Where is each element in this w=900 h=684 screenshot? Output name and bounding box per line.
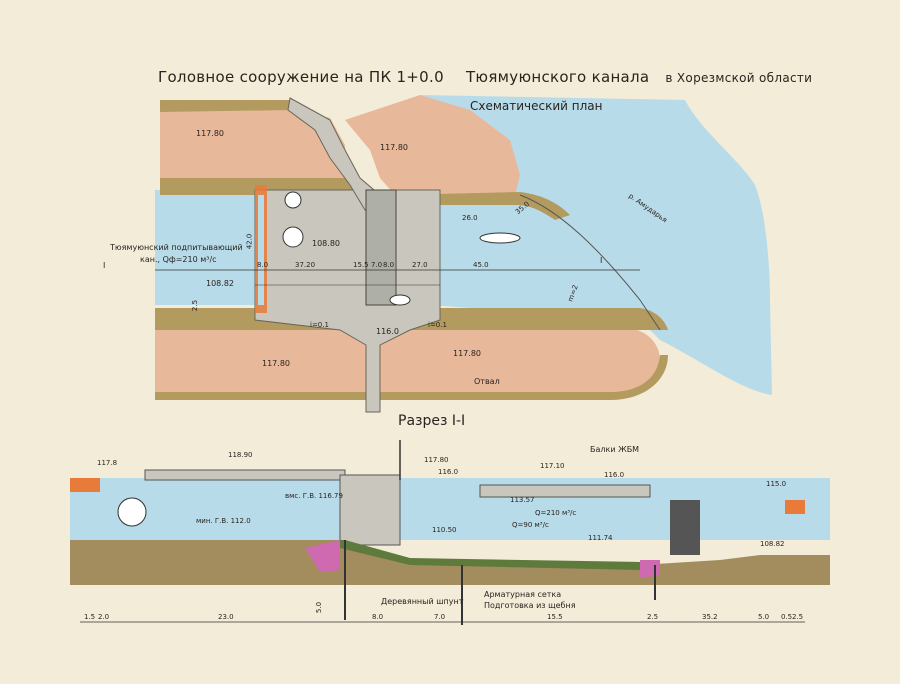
title-line-3: в Хорезмской области: [665, 71, 813, 85]
section-mark-left: I: [103, 261, 106, 270]
grate-circle-2: [282, 226, 304, 248]
oval-feature-2: [389, 294, 411, 306]
elev-1150: 115.0: [766, 480, 787, 488]
bottom-dim-7: 2.5: [647, 613, 659, 621]
elev-1088: 108.82: [760, 540, 785, 548]
balki-label: Балки ЖБМ: [590, 445, 640, 454]
dim-42: 42.0: [245, 233, 254, 250]
diagram-title: Головное сооружение на ПК 1+0.0 Тюямуюнск…: [158, 68, 812, 86]
elev-1178: 117.8: [97, 459, 118, 467]
bottom-dim-9: 5.0: [758, 613, 770, 621]
bottom-dim-8: 35.2: [702, 613, 718, 621]
depth-5: 5.0: [315, 601, 324, 614]
vgv-label: вмс. Г.В. 116.79: [285, 492, 343, 500]
section-orange-left: [70, 478, 100, 492]
canal-label-2: кан., Qф=210 м³/с: [140, 255, 217, 264]
gate-block: [365, 189, 397, 306]
section-block-right: [479, 484, 651, 498]
q2-label: Q=90 м³/с: [512, 521, 549, 529]
section-heading: Разрез I-I: [398, 413, 466, 429]
grate-circle-1: [284, 191, 302, 209]
dim-155: 15.5: [353, 261, 369, 269]
plan-heading: Схематический план: [470, 99, 603, 113]
section-pink-right: [640, 560, 660, 578]
section-mark-right: I: [600, 256, 603, 265]
section-slab: [70, 540, 640, 570]
bottom-dim-2: 2.0: [98, 613, 110, 621]
section-water: [70, 478, 830, 540]
dim-270: 27.0: [412, 261, 428, 269]
bottom-dim-10: 0.5: [781, 613, 793, 621]
section-grate: [117, 497, 147, 527]
slope-left: i=0.1: [310, 321, 329, 329]
dim-3720: 37.20: [295, 261, 316, 269]
slope-right: i=0.1: [428, 321, 447, 329]
section-block-mid: [339, 474, 401, 546]
otval-label: Отвал: [474, 377, 500, 386]
elev-1189: 118.90: [228, 451, 253, 459]
shpunt-label: Деревянный шпунт: [381, 597, 464, 606]
q1-label: Q=210 м³/с: [535, 509, 577, 517]
oval-feature: [479, 232, 521, 244]
canal-label-1: Тюямуюнский подпитывающий: [110, 243, 243, 252]
pier-inner: [258, 195, 264, 305]
elev-1105: 110.50: [432, 526, 457, 534]
bottom-dim-11: 2.5: [792, 613, 804, 621]
land-top-right: [345, 95, 520, 195]
elevation-label-4: 117.80: [453, 349, 481, 358]
bottom-dim-6: 15.5: [547, 613, 563, 621]
section-block-left: [144, 469, 346, 481]
title-line-1: Головное сооружение на ПК 1+0.0: [158, 68, 444, 86]
elevation-label-3: 117.80: [262, 359, 290, 368]
river-bank-line: [519, 194, 661, 331]
land-bottom: [155, 327, 660, 400]
dim-450: 45.0: [473, 261, 489, 269]
land-top-left: [160, 108, 345, 178]
section-gates: [670, 500, 700, 555]
elev-160b: 116.0: [604, 471, 625, 479]
dim-260: 26.0: [462, 214, 478, 222]
elev-1135: 113.57: [510, 496, 535, 504]
embankment-top-left-upper: [160, 100, 292, 112]
title-line-2: Тюямуюнского канала: [465, 68, 650, 86]
elevation-label-1: 117.80: [196, 129, 224, 138]
elev-1171: 117.10: [540, 462, 565, 470]
section-orange-right: [785, 500, 805, 514]
podgotovka-label: Подготовка из щебня: [484, 601, 576, 610]
dim-8: 8.0: [257, 261, 269, 269]
section-pink-left: [305, 540, 340, 572]
elev-1117: 111.74: [588, 534, 613, 542]
bottom-dim-1: 1.5: [84, 613, 96, 621]
elevation-label-6: 108.82: [206, 279, 234, 288]
elev-160a: 116.0: [438, 468, 459, 476]
elevation-label-5: 108.80: [312, 239, 340, 248]
bottom-dim-4: 8.0: [372, 613, 384, 621]
embankment-bottom-rim: [155, 355, 668, 400]
bottom-dim-3: 23.0: [218, 613, 234, 621]
elevation-label-2: 117.80: [380, 143, 408, 152]
ngv-label: мин. Г.В. 112.0: [196, 517, 251, 525]
bottom-dim-5: 7.0: [434, 613, 446, 621]
dim-25: 2.5: [191, 299, 200, 312]
dim-80: 8.0: [383, 261, 395, 269]
dim-70: 7.0: [371, 261, 383, 269]
setka-label: Арматурная сетка: [484, 590, 562, 599]
elevation-label-7: 116.0: [376, 327, 399, 336]
elev-1178b: 117.80: [424, 456, 449, 464]
